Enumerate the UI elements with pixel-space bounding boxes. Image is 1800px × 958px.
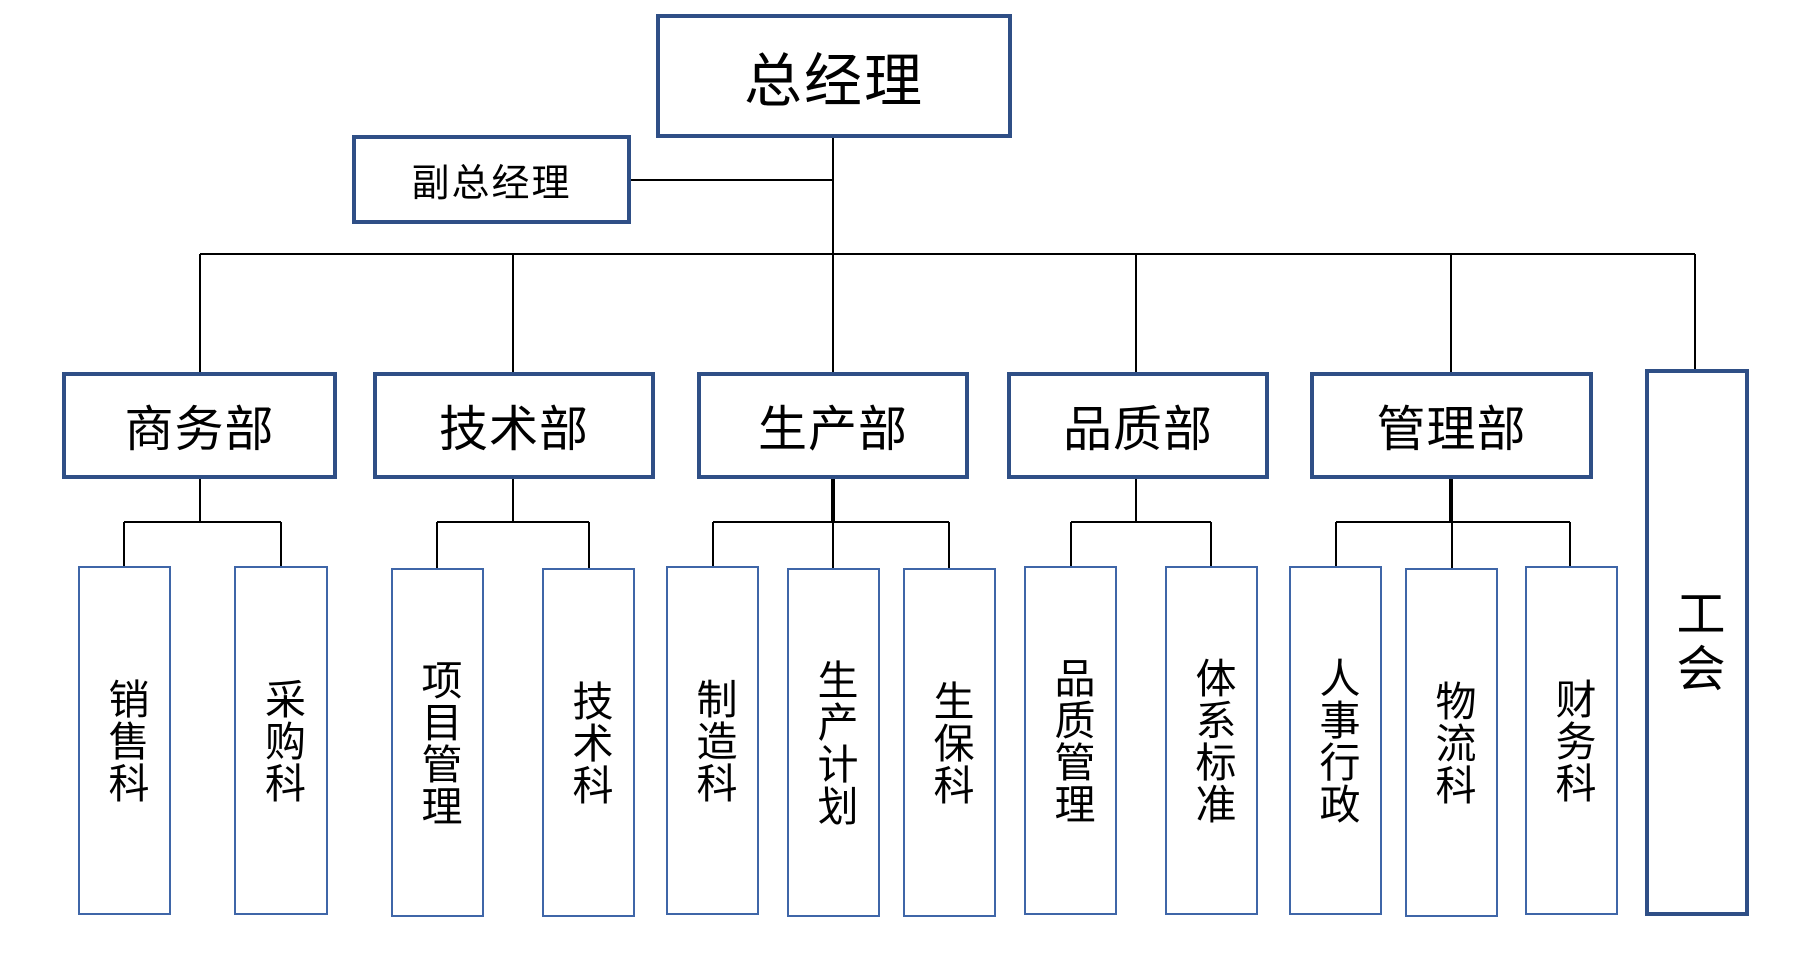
section-label: 物流科 (1428, 679, 1476, 806)
union-box[interactable]: 工会 (1645, 369, 1749, 916)
section-label: 技术科 (565, 679, 613, 806)
section-box[interactable]: 品质管理 (1024, 566, 1117, 915)
section-box[interactable]: 技术科 (542, 568, 635, 917)
section-box[interactable]: 生保科 (903, 568, 996, 917)
section-label: 人事行政 (1312, 656, 1360, 825)
section-box[interactable]: 物流科 (1405, 568, 1498, 917)
department-box-business[interactable]: 商务部 (62, 372, 337, 479)
department-label: 商务部 (124, 401, 275, 458)
department-box-quality[interactable]: 品质部 (1007, 372, 1269, 479)
section-box[interactable]: 制造科 (666, 566, 759, 915)
section-box[interactable]: 生产计划 (787, 568, 880, 917)
section-label: 财务科 (1548, 677, 1596, 804)
department-box-production[interactable]: 生产部 (697, 372, 969, 479)
section-label: 采购科 (257, 677, 306, 804)
section-box[interactable]: 体系标准 (1165, 566, 1258, 915)
section-label: 制造科 (689, 677, 737, 804)
section-box[interactable]: 销售科 (78, 566, 171, 915)
department-label: 管理部 (1376, 401, 1527, 458)
section-label: 生产计划 (810, 658, 858, 827)
section-label: 体系标准 (1188, 656, 1236, 825)
department-label: 技术部 (438, 401, 589, 458)
section-label: 销售科 (101, 677, 149, 804)
department-label: 品质部 (1062, 401, 1213, 458)
section-label: 品质管理 (1047, 656, 1095, 825)
section-box[interactable]: 项目管理 (391, 568, 484, 917)
department-box-management[interactable]: 管理部 (1310, 372, 1593, 479)
department-box-technology[interactable]: 技术部 (373, 372, 655, 479)
section-label: 项目管理 (414, 658, 462, 827)
union-label: 工会 (1668, 587, 1726, 698)
section-box[interactable]: 财务科 (1525, 566, 1618, 915)
section-box[interactable]: 人事行政 (1289, 566, 1382, 915)
deputy-manager-box[interactable]: 副总经理 (352, 135, 631, 224)
general-manager-box[interactable]: 总经理 (656, 14, 1012, 138)
deputy-manager-label: 副总经理 (411, 161, 572, 205)
section-box[interactable]: 采购科 (234, 566, 328, 915)
department-label: 生产部 (757, 401, 908, 458)
general-manager-label: 总经理 (743, 47, 924, 115)
section-label: 生保科 (926, 679, 974, 806)
